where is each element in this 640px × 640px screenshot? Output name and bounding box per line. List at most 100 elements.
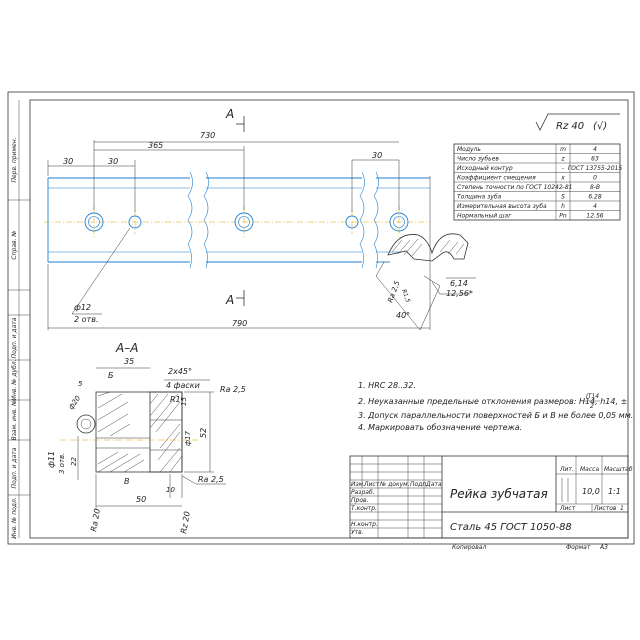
tb-role-appr: Утв. (351, 529, 364, 536)
param-sym: Pn (559, 213, 567, 220)
section-mark-top: A (225, 107, 234, 121)
roughness-corner-paren: (√) (593, 121, 607, 132)
note-2: 2. Неуказанные предельные отклонения раз… (358, 397, 627, 406)
tb-col-scale: Масштаб (604, 466, 633, 473)
tooth-profile: 6,14 12,56* 40° Ra 2,5 R1,5 (375, 233, 476, 331)
tb-sheets-val: 1 (620, 505, 624, 512)
param-name: Степень точности по ГОСТ 10242-81 (457, 184, 572, 191)
tb-hdr-date: Дата (425, 481, 442, 488)
tooth-dim-12-56: 12,56* (446, 289, 473, 298)
sec-4fask: 4 фаски (166, 381, 200, 390)
technical-notes: 1. HRC 28..32. 2. Неуказанные предельные… (358, 381, 633, 432)
tb-sheets-label: Листов (593, 505, 617, 512)
param-name: Нормальный шаг (457, 213, 512, 220)
tb-col-lit: Лит. (559, 466, 574, 473)
tb-col-mass: Масса (580, 466, 599, 473)
sec-rz20: Rz 20 (179, 511, 192, 535)
tb-hdr-list: Лист (363, 481, 380, 488)
param-val: 6.28 (588, 194, 602, 201)
hole-count: 2 отв. (74, 315, 98, 324)
param-val: 63 (591, 156, 599, 163)
side-label-6: Инв. № подл. (11, 497, 18, 538)
param-name: Коэффициент смещения (457, 175, 536, 182)
dim-30-left: 30 (63, 157, 73, 166)
param-val: 12.56 (586, 213, 603, 220)
param-name: Толщина зуба (457, 194, 502, 201)
note-1: 1. HRC 28..32. (358, 381, 416, 390)
sec-v: В (124, 477, 130, 486)
side-label-1: Справ. № (11, 230, 18, 259)
tb-mass: 10,0 (582, 487, 600, 496)
note-4: 4. Маркировать обозначение чертежа. (358, 423, 522, 432)
param-sym: x (560, 175, 565, 182)
param-sym: - (562, 184, 564, 191)
section-title: A–A (115, 341, 138, 355)
sec-15: 15 (180, 397, 188, 406)
dim-30-right: 30 (372, 151, 382, 160)
sec-10: 10 (166, 486, 175, 494)
param-name: Исходный контур (457, 165, 513, 172)
sec-b: Б (108, 371, 114, 380)
param-sym: S (561, 194, 565, 201)
param-val: 4 (593, 146, 597, 153)
side-label-3: Инв. № дубл. (11, 359, 18, 400)
sec-3otv: 3 отв. (58, 453, 66, 474)
tb-sheet-label: Лист (559, 505, 576, 512)
sec-ra25b: Ra 2,5 (198, 475, 224, 484)
roughness-corner-text: Rz 40 (556, 121, 584, 132)
sec-d11: ф11 (47, 451, 56, 468)
sec-52: 52 (199, 428, 208, 438)
side-label-2: Подп. и дата (11, 317, 18, 358)
sec-50: 50 (136, 495, 146, 504)
param-sym: h (561, 203, 565, 210)
tb-format: Формат (566, 544, 591, 551)
tooth-dim-6-14: 6,14 (450, 279, 468, 288)
param-sym: z (560, 156, 565, 163)
tb-role-dev: Разраб. (351, 489, 375, 496)
tooth-r1-5: R1,5 (400, 288, 411, 303)
param-name: Модуль (457, 146, 481, 153)
note-2-frac-top: IT14 (586, 393, 599, 400)
section-hole-detail (76, 414, 96, 434)
tb-scale: 1:1 (608, 487, 621, 496)
sec-ra25a: Ra 2,5 (220, 385, 246, 394)
main-dimensions: 730 365 30 30 30 790 A A ф12 2 отв. (47, 107, 431, 330)
tb-copied: Копировал (452, 544, 486, 551)
side-label-4: Взам. инв. № (11, 400, 18, 441)
rack-main-view (44, 171, 430, 269)
sec-r1: R1 (170, 395, 181, 404)
param-val: 4 (593, 203, 597, 210)
sec-35: 35 (124, 357, 134, 366)
dim-365: 365 (148, 141, 163, 150)
section-mark-bottom: A (225, 293, 234, 307)
sec-22: 22 (70, 457, 78, 466)
note-3: 3. Допуск параллельности поверхностей Б … (358, 411, 633, 420)
note-2-frac-bottom: 2 (590, 403, 594, 410)
sec-d20: ф20 (67, 394, 82, 411)
sec-d17: ф17 (184, 431, 192, 446)
param-val: ГОСТ 13755-2015 (568, 165, 623, 172)
sec-2x45: 2x45° (168, 367, 192, 376)
param-val: 0 (593, 175, 597, 182)
sec-5: 5 (78, 380, 83, 388)
tb-hdr-doc: № докум. (379, 481, 410, 488)
tb-hdr-izm: Изм. (351, 481, 365, 488)
tb-format-val: А3 (599, 544, 608, 551)
tb-role-ncontr: Н.контр. (351, 521, 378, 528)
inner-frame (29, 99, 629, 539)
tooth-angle-40: 40° (396, 311, 410, 320)
title-block: Изм. Лист № докум. Подп. Дата Разраб. Пр… (349, 455, 633, 551)
tb-role-tcontr: Т.контр. (351, 505, 377, 512)
tb-hdr-sign: Подп. (410, 481, 428, 488)
parameter-table: Модуль m 4 Число зубьев z 63 Исходный ко… (453, 143, 623, 221)
side-label-5: Подп. и дата (11, 447, 18, 488)
dim-730: 730 (200, 131, 215, 140)
side-label-0: Перв. примен. (11, 137, 18, 182)
param-val: 8-В (590, 184, 600, 191)
side-strip: Перв. примен. Справ. № Подп. и дата Инв.… (8, 100, 30, 539)
section-a-a: A–A 35 2x45° 4 фаски Ra 2,5 Б R1 15 5 ф2… (47, 341, 246, 534)
param-name: Измерительная высота зуба (457, 203, 547, 210)
dim-30-mid: 30 (108, 157, 118, 166)
sec-ra20: Ra 20 (89, 508, 102, 532)
